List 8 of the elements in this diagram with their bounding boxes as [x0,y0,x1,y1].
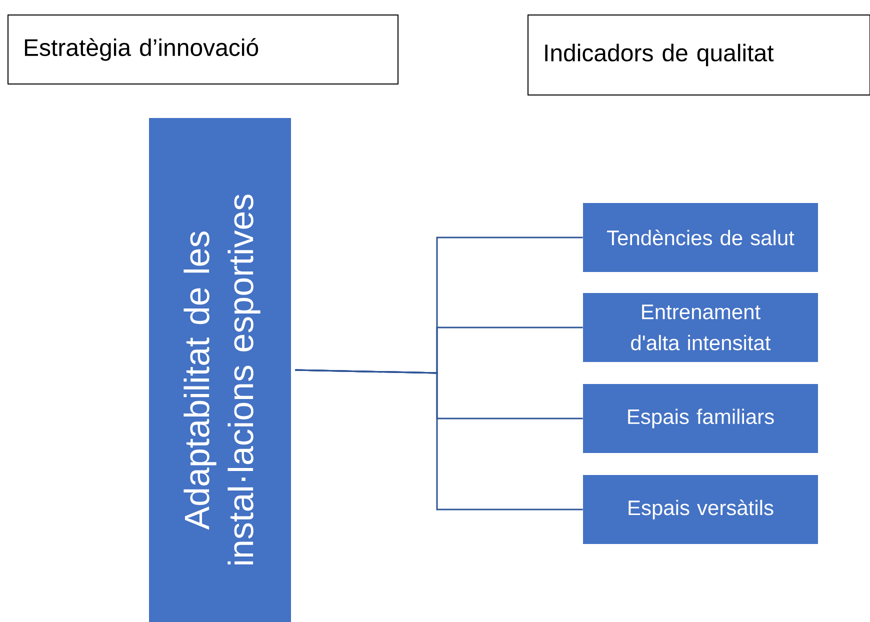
category-box: Adaptabilitat de les instal·lacions esportives [149,118,291,622]
indicator-box: Espais versàtils [583,475,818,544]
connector-line [295,369,583,510]
indicator-box: Entrenament d'alta intensitat [583,293,818,362]
indicator-box: Espais familiars [583,384,818,453]
heading-box: Estratègia d’innovació [8,14,398,84]
indicator-box: Tendències de salut [583,203,818,272]
heading-box: Indicadors de qualitat [528,14,870,96]
